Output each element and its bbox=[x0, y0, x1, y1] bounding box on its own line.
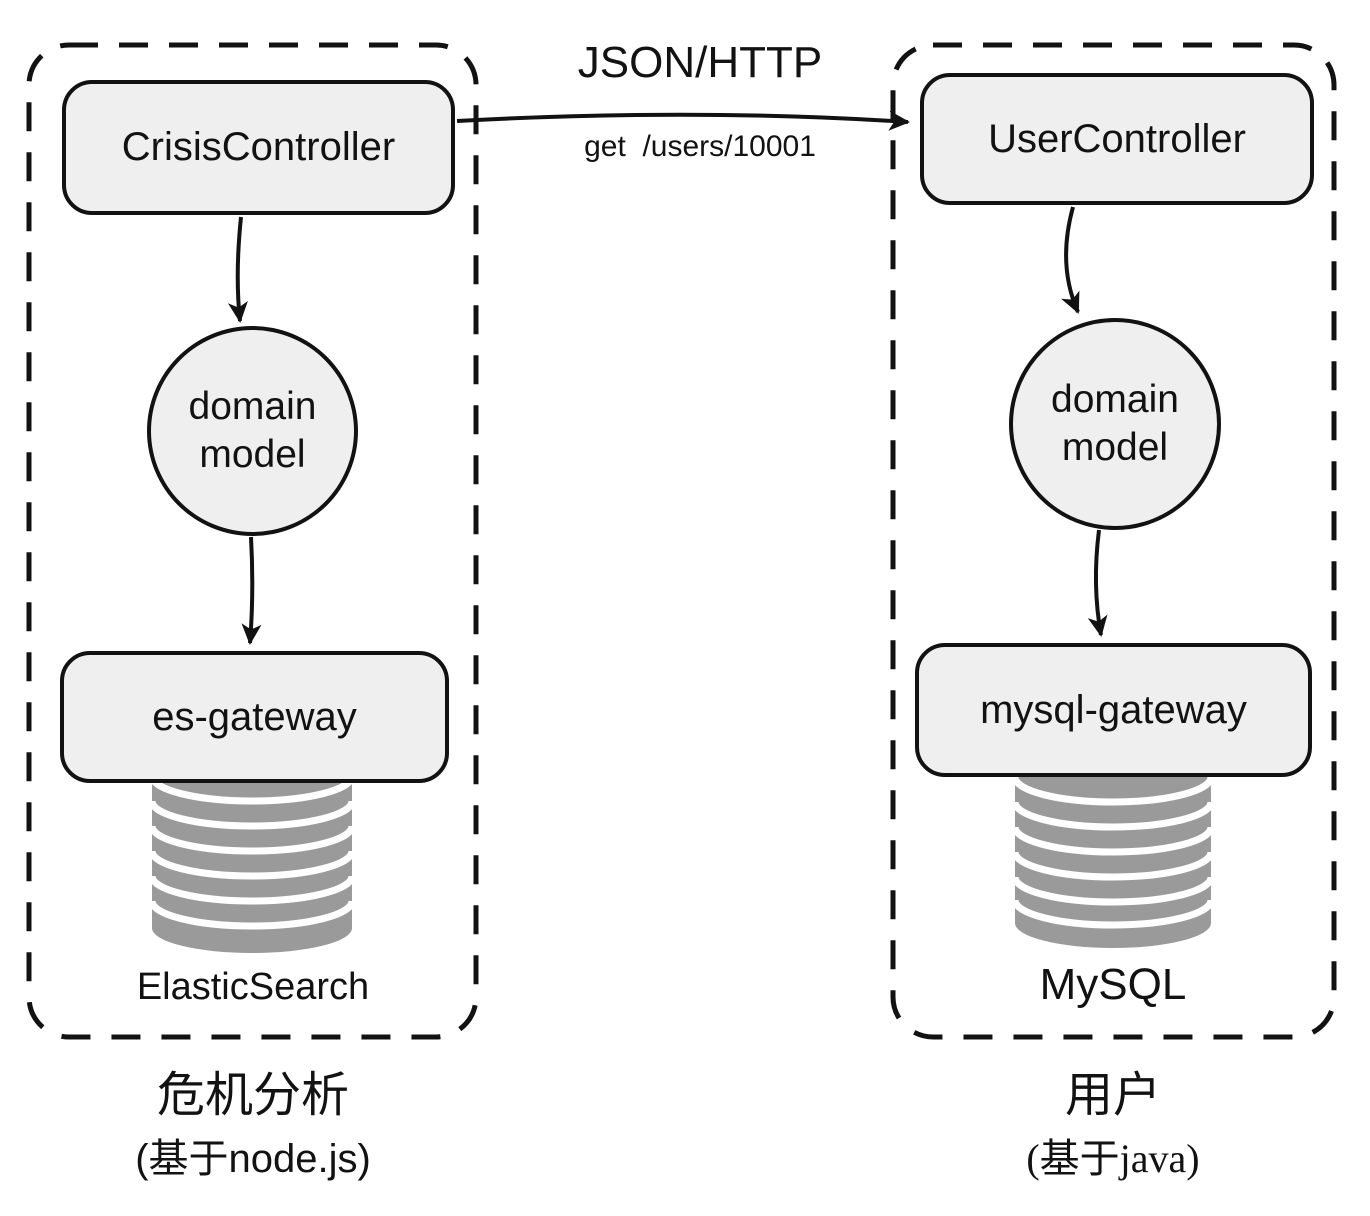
mysql-database-icon bbox=[1011, 772, 1215, 948]
arrow-crisis-to-user-json-http bbox=[456, 110, 910, 131]
request-label: get /users/10001 bbox=[584, 130, 816, 163]
crisis-domain-model-circle: domain model bbox=[147, 326, 358, 536]
arrow-user-controller-to-domain-model bbox=[1061, 206, 1080, 314]
crisis-controller-box: CrisisController bbox=[62, 80, 455, 215]
user-controller-label: UserController bbox=[988, 116, 1246, 161]
mysql-label: MySQL bbox=[1039, 960, 1187, 1009]
user-service-caption-note: (基于java) bbox=[1026, 1136, 1200, 1181]
crisis-controller-label: CrisisController bbox=[121, 125, 396, 169]
es-gateway-label: es-gateway bbox=[152, 694, 357, 739]
crisis-service-caption: 危机分析 bbox=[156, 1069, 349, 1122]
user-service-boundary bbox=[890, 42, 1337, 1040]
arrow-domain-model-to-es-gateway bbox=[241, 536, 262, 645]
mysql-gateway-box: mysql-gateway bbox=[915, 643, 1312, 777]
es-gateway-box: es-gateway bbox=[60, 651, 449, 783]
elasticsearch-database-icon bbox=[148, 775, 356, 953]
user-service-caption: 用户 bbox=[1064, 1069, 1161, 1122]
crisis-service-caption-note: (基于node.js) bbox=[135, 1137, 371, 1181]
mysql-gateway-label: mysql-gateway bbox=[980, 687, 1247, 732]
arrow-crisis-controller-to-domain-model bbox=[228, 216, 248, 323]
user-domain-model-circle: domain model bbox=[1009, 318, 1221, 530]
elasticsearch-label: ElasticSearch bbox=[136, 966, 370, 1008]
user-domain-model-label: domain model bbox=[1051, 378, 1179, 469]
user-controller-box: UserController bbox=[920, 73, 1314, 205]
json-http-label: JSON/HTTP bbox=[577, 38, 823, 87]
crisis-domain-model-label: domain model bbox=[188, 385, 317, 476]
arrow-domain-model-to-mysql-gateway bbox=[1087, 529, 1108, 637]
